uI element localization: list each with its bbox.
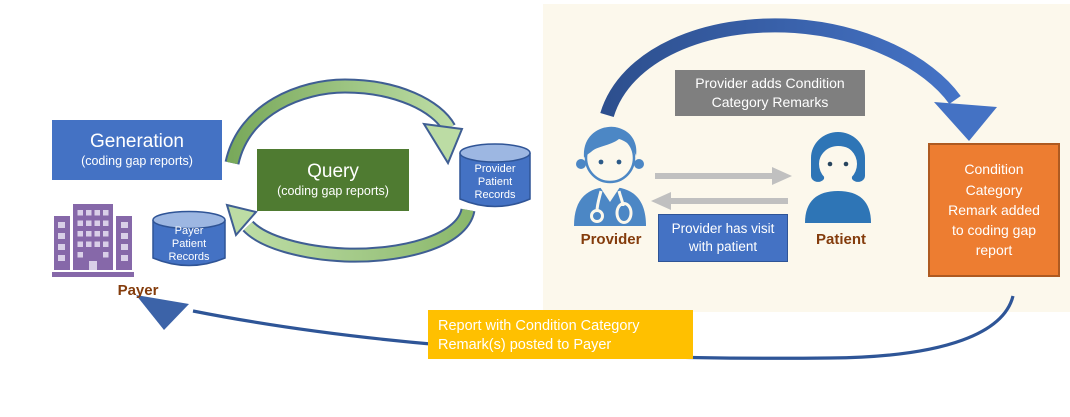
- provider-records-cylinder: Provider Patient Records: [457, 142, 533, 212]
- remark-added-box: Condition Category Remark added to codin…: [928, 143, 1060, 277]
- provider-adds-remarks-note: Provider adds Condition Category Remarks: [675, 70, 865, 116]
- generation-box: Generation (coding gap reports): [52, 120, 222, 180]
- payer-records-label: Payer Patient Records: [168, 225, 210, 263]
- payer-records-cylinder: Payer Patient Records: [150, 210, 228, 270]
- doctor-icon: [574, 126, 646, 226]
- database-cylinder-icon: [459, 143, 531, 208]
- query-box: Query (coding gap reports): [257, 149, 409, 211]
- generation-subtitle: (coding gap reports): [81, 153, 193, 168]
- patient-label: Patient: [815, 231, 866, 248]
- provider-label: Provider: [580, 231, 642, 248]
- query-subtitle: (coding gap reports): [277, 183, 389, 198]
- woman-icon: [805, 132, 871, 223]
- green-cycle-bottom-arrow: [225, 203, 476, 263]
- report-posted-box: Report with Condition Category Remark(s)…: [428, 310, 693, 359]
- payer-label: Payer: [117, 282, 159, 299]
- provider-records-label: Provider Patient Records: [474, 163, 516, 201]
- visit-note-box: Provider has visit with patient: [658, 214, 788, 262]
- database-cylinder-icon: [152, 210, 226, 267]
- generation-title: Generation: [89, 131, 184, 153]
- building-icon: [52, 204, 134, 277]
- query-title: Query: [307, 161, 359, 183]
